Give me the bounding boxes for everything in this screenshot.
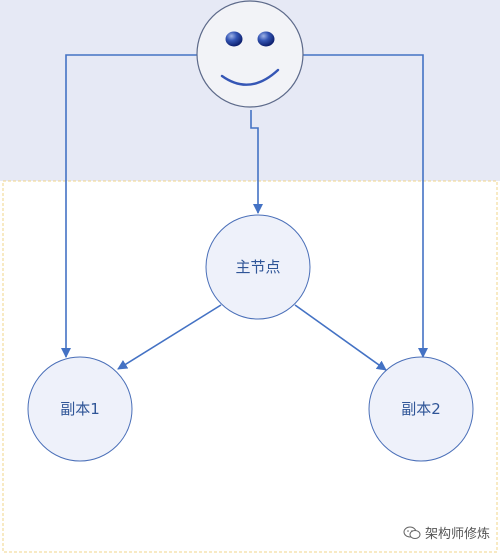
client-to-primary-arrow	[250, 110, 263, 214]
watermark-text: 架构师修炼	[424, 527, 490, 542]
primary-to-replica2-arrow	[294, 304, 387, 371]
primary-to-replica1-arrow	[117, 304, 222, 370]
client-to-replica1-arrow	[61, 54, 198, 358]
replica1-node: 副本1	[27, 356, 133, 462]
watermark: 架构师修炼	[403, 523, 490, 542]
replica2-node-label: 副本2	[401, 400, 441, 418]
right-eye-icon	[257, 31, 275, 47]
primary-node-label: 主节点	[235, 258, 280, 276]
primary-node: 主节点	[205, 214, 311, 320]
client-smiley-icon	[196, 0, 304, 108]
smile-mouth-icon	[220, 68, 280, 86]
client-to-replica2-arrow	[302, 54, 428, 358]
left-eye-icon	[225, 31, 243, 47]
replica2-node: 副本2	[368, 356, 474, 462]
replica1-node-label: 副本1	[60, 400, 100, 418]
wechat-icon	[403, 526, 421, 539]
